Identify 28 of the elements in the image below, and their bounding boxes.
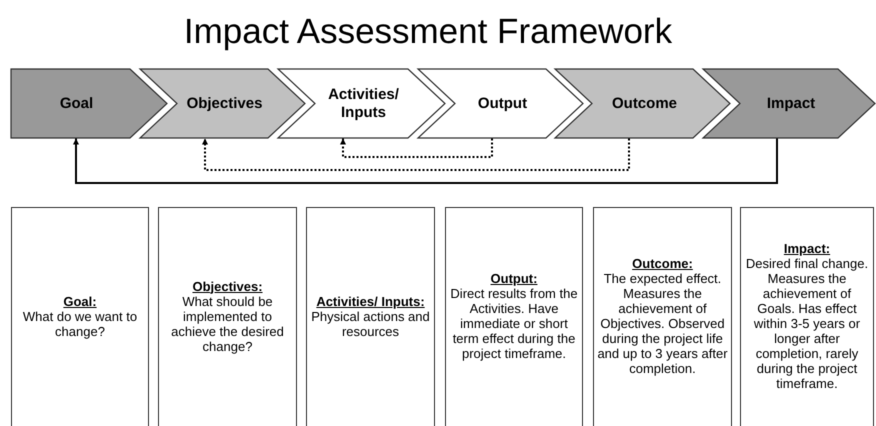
box-heading: Activities/ Inputs: — [316, 294, 425, 308]
box-text: The expected effect. Measures the achievement of Objectives. Observed during the project life and up to 3 years after completion. — [597, 271, 728, 376]
box-heading: Objectives: — [192, 278, 263, 294]
chevron-label: Activities/ Inputs — [327, 86, 400, 122]
arrow — [73, 138, 778, 184]
box-text: Desired final change. Measures the achievement of Goals. Has effect within 3-5 years or longer after completion, rarely during the project timeframe. — [744, 256, 870, 391]
chevron-label: Output — [476, 94, 528, 112]
box-heading: Output: — [490, 271, 538, 286]
box-text: What do we want to change? — [22, 308, 138, 338]
box-heading: Outcome: — [632, 256, 693, 271]
box-text: What should be implemented to achieve the desired change? — [170, 294, 285, 354]
arrow — [202, 138, 630, 171]
box-heading: Goal: — [63, 294, 97, 308]
box-text: Direct results from the Activities. Have immediate or short term effect during the project timeframe. — [449, 286, 579, 361]
box-text: Physical actions and resources — [310, 308, 431, 338]
description-box — [11, 207, 149, 426]
chevron-label: Goal — [58, 94, 94, 112]
box-heading: Impact: — [784, 241, 830, 256]
description-box — [445, 207, 583, 426]
description-box — [593, 207, 732, 426]
diagram-title: Impact Assessment Framework — [182, 12, 674, 52]
description-box — [158, 207, 297, 426]
description-box — [306, 207, 435, 426]
chevron-label: Objectives — [186, 94, 264, 112]
arrow — [340, 138, 493, 158]
chevron-label: Outcome — [610, 94, 678, 112]
chevron-label: Impact — [766, 94, 816, 112]
description-box — [740, 207, 874, 426]
